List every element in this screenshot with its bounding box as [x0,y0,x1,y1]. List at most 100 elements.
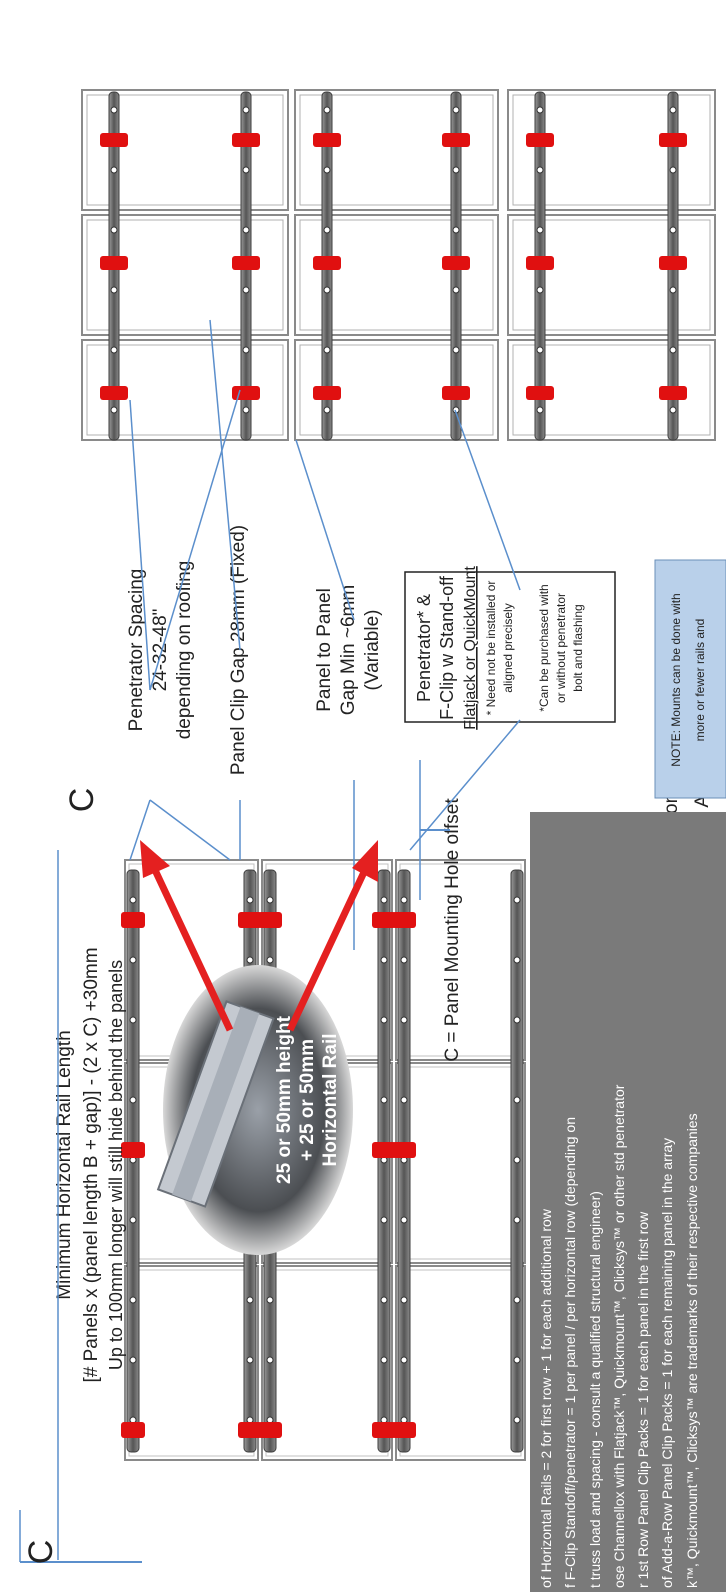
rail-bolt [669,226,677,234]
photo-arrows [140,840,378,1032]
notes-panel [530,812,726,1592]
panel-clip [121,912,145,928]
rail-bolt [380,1296,388,1304]
note-line: r 1st Row Panel Clip Packs = 1 for each … [635,1211,651,1588]
rail-bolt [242,406,250,414]
rail-bolt [536,286,544,294]
note-line: t truss load and spacing - consult a qua… [587,1191,603,1588]
rail-bolt [129,1096,137,1104]
rail-bolt [536,166,544,174]
panel-clip [100,133,128,147]
solar-panel-inner [299,344,494,436]
solar-panel-inner [512,219,711,331]
rail-bolt [536,406,544,414]
rail-bolt [400,1296,408,1304]
solar-panel [124,1265,259,1461]
panel-clip [238,1422,262,1438]
panel-clip [232,256,260,270]
panel-clip [100,256,128,270]
panel-clip [258,1422,282,1438]
rail-bolt [110,286,118,294]
offset-label: C = Panel Mounting Hole offset [442,798,463,1062]
rail-bolt [246,896,254,904]
rail-bolt [669,406,677,414]
penetrator-box: Penetrator* & F-Clip w Stand-off Flatjac… [404,566,616,730]
rail-bolt [669,286,677,294]
note-line1: NOTE: Mounts can be done with [669,593,683,766]
note-line: ose Channellox with Flatjack™, Quickmoun… [611,1084,627,1588]
penetrator-title: Penetrator* & [414,594,434,702]
right-panel-array [81,89,716,441]
penetrator-line4: or without penetrator [554,593,568,703]
rail-bolt [669,166,677,174]
panel-clip [659,256,687,270]
spacing-callout-1: Penetrator Spacing [126,569,147,732]
solar-panel-inner [86,344,284,436]
panel-clip [659,133,687,147]
rail-bolt [452,346,460,354]
solar-panel-inner [512,94,711,206]
penetrator-line5: bolt and flashing [571,604,585,691]
rail-bolt [246,956,254,964]
rail-bolt [400,1356,408,1364]
panel-clip [526,133,554,147]
rail-bolt [129,1296,137,1304]
note-line: of Horizontal Rails = 2 for first row + … [538,1208,554,1588]
panel-clip [372,912,396,928]
rail-bolt [110,346,118,354]
panel-clip [232,386,260,400]
spacing-callout-3: depending on roofing [174,561,195,740]
rail-bolt [129,896,137,904]
rail-bolt [380,1356,388,1364]
panel-clip [232,133,260,147]
note-line: k™, Quickmount™, Clicksys™ are trademark… [684,1113,700,1588]
left-header-title: Minimum Horizontal Rail Length [54,1030,75,1299]
rail-bolt [129,1356,137,1364]
panel-clip [526,256,554,270]
solar-panel-inner [86,219,284,331]
rail-bolt [536,106,544,114]
rail-bolt [536,226,544,234]
solar-panel-inner [86,94,284,206]
rail-bolt [536,346,544,354]
rail-bolt [242,226,250,234]
rail-bolt [266,1296,274,1304]
left-header-formula: [# Panels x (panel length B + gap)] - (2… [81,947,102,1382]
rail-bolt [380,1016,388,1024]
rail-bolt [129,956,137,964]
leader-lines [129,319,521,950]
rail-bolt [110,406,118,414]
solar-panel-inner [512,344,711,436]
solar-panel [395,1062,526,1264]
solar-panel [395,859,526,1061]
panel-clip [100,386,128,400]
note-line: f F-Clip Standoff/penetrator = 1 per pan… [562,1117,578,1588]
rail-bolt [323,406,331,414]
penetrator-line3: *Can be purchased with [537,584,551,711]
note-box: NOTE: Mounts can be done with more or fe… [654,559,726,799]
offset-letter-top: C [63,788,101,813]
panel-clip [372,1422,396,1438]
rail-bolt [323,346,331,354]
rail-bolt [513,1156,521,1164]
rail-bolt [266,1356,274,1364]
rail-bolt [400,956,408,964]
offset-marker-bottom: C [19,1510,142,1564]
solar-panel-inner [299,219,494,331]
photo-caption-1: 25 or 50mm height [274,1015,295,1184]
left-header-subnote: Up to 100mm longer will still hide behin… [106,960,126,1370]
rail-bolt [242,106,250,114]
panel-gap-callout-1: Panel to Panel [314,588,335,712]
panel-clip [442,133,470,147]
rail-bolt [669,346,677,354]
panel-clip [313,256,341,270]
rail-bolt [323,106,331,114]
panel-clip [313,386,341,400]
rail-bolt [380,896,388,904]
solar-panel [261,1265,393,1461]
photo-caption-3: Horizontal Rail [320,1033,341,1166]
rail-bolt [400,1096,408,1104]
rail-bolt [513,896,521,904]
rail-bolt [266,956,274,964]
